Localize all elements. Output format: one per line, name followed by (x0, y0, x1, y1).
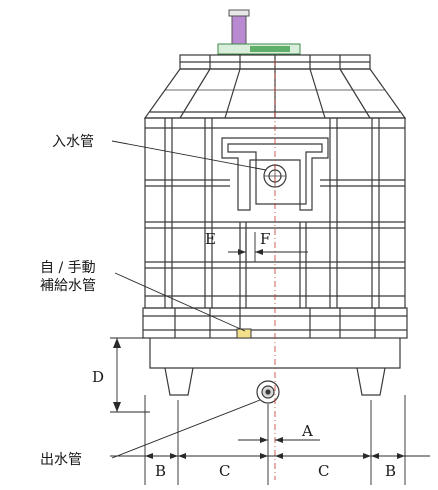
dimension-b-left-label: B (155, 462, 166, 480)
dimension-lines (110, 232, 430, 485)
leader-lines (111, 140, 267, 459)
dimension-d-label: D (92, 368, 104, 386)
outlet-label: 出水管 (40, 452, 82, 468)
dimension-e-label: E (205, 230, 216, 248)
dimension-a-label: A (301, 422, 313, 440)
dimension-c-left-label: C (219, 462, 230, 480)
makeup-water-valve (236, 328, 252, 339)
dimension-c-right-label: C (318, 462, 329, 480)
outlet-pipe (256, 380, 280, 404)
dimension-f-label: F (260, 230, 270, 248)
dimension-b-right-label: B (385, 462, 396, 480)
fan-motor (217, 9, 301, 55)
makeup-label-line2: 補給水管 (40, 278, 96, 294)
makeup-label-line1: 自 / 手動 (40, 260, 96, 276)
arrowheads (113, 249, 405, 459)
distribution-header (221, 137, 329, 211)
inlet-label: 入水管 (52, 134, 94, 150)
